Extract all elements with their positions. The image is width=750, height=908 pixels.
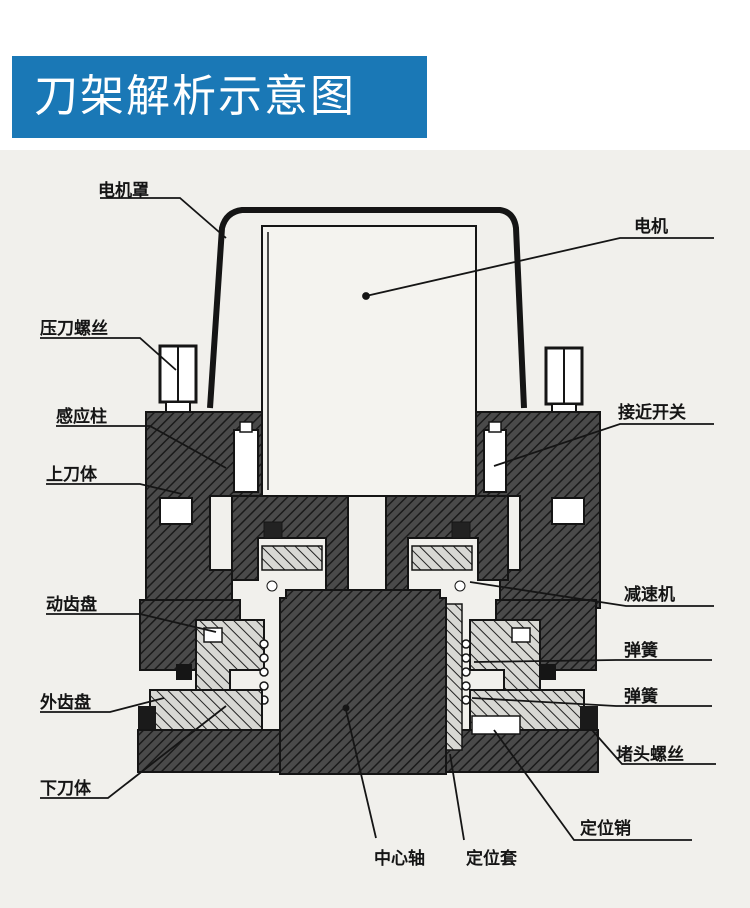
reducer-left [231,495,349,591]
leader-spring-2 [471,697,712,707]
label-reducer: 减速机 [624,585,675,605]
label-locating-pin: 定位销 [580,819,631,839]
cross-section-drawing [40,197,716,841]
reducer-right [385,495,509,591]
label-moving-gear-disc: 动齿盘 [46,595,97,615]
label-center-shaft: 中心轴 [374,849,425,869]
label-lower-body: 下刀体 [40,779,91,799]
center-shaft [279,589,447,775]
leader-sensor-post [56,425,227,469]
leader-plug-screw [591,729,716,765]
leader-locating-pin [493,729,692,841]
label-outer-gear-disc: 外齿盘 [40,693,91,713]
label-plug-screw: 堵头螺丝 [616,745,684,765]
label-upper-body: 上刀体 [46,465,97,485]
label-spring-1: 弹簧 [624,641,658,661]
leader-reducer [469,581,714,607]
leader-locating-sleeve [449,753,465,841]
leader-spring-1 [473,659,712,663]
plug-screw-left [138,706,156,736]
label-clamp-screw: 压刀螺丝 [40,319,108,339]
motor-body [261,225,477,497]
spring-left [259,639,269,705]
proximity-switch [483,429,507,493]
spring-right [461,639,471,705]
leader-proximity-switch [493,423,714,467]
leader-outer-gear-disc [40,697,165,713]
label-sensor-post: 感应柱 [56,407,107,427]
leader-upper-body [46,483,183,495]
label-proximity-switch: 接近开关 [618,403,686,423]
label-motor-cover: 电机罩 [98,181,149,201]
tool-holder-diagram: 电机罩 电机 压刀螺丝 感应柱 接近开关 上刀体 减速机 动齿盘 弹簧 弹簧 外… [0,150,750,908]
leader-clamp-screw [40,337,177,371]
sensor-post [233,429,259,493]
leader-motor-cover [100,197,227,239]
label-locating-sleeve: 定位套 [466,849,517,869]
outer-gear-disc-left [149,689,263,731]
plug-screw-right [580,706,598,736]
leader-motor [365,237,714,297]
locating-pin [471,715,521,735]
label-spring-2: 弹簧 [624,687,658,707]
leader-lower-body [40,705,227,799]
leader-moving-gear-disc [46,613,217,633]
label-motor: 电机 [634,217,668,237]
title-banner: 刀架解析示意图 [12,56,427,138]
leader-center-shaft [345,709,377,839]
motor-cover [207,207,527,409]
page-title: 刀架解析示意图 [34,71,356,122]
